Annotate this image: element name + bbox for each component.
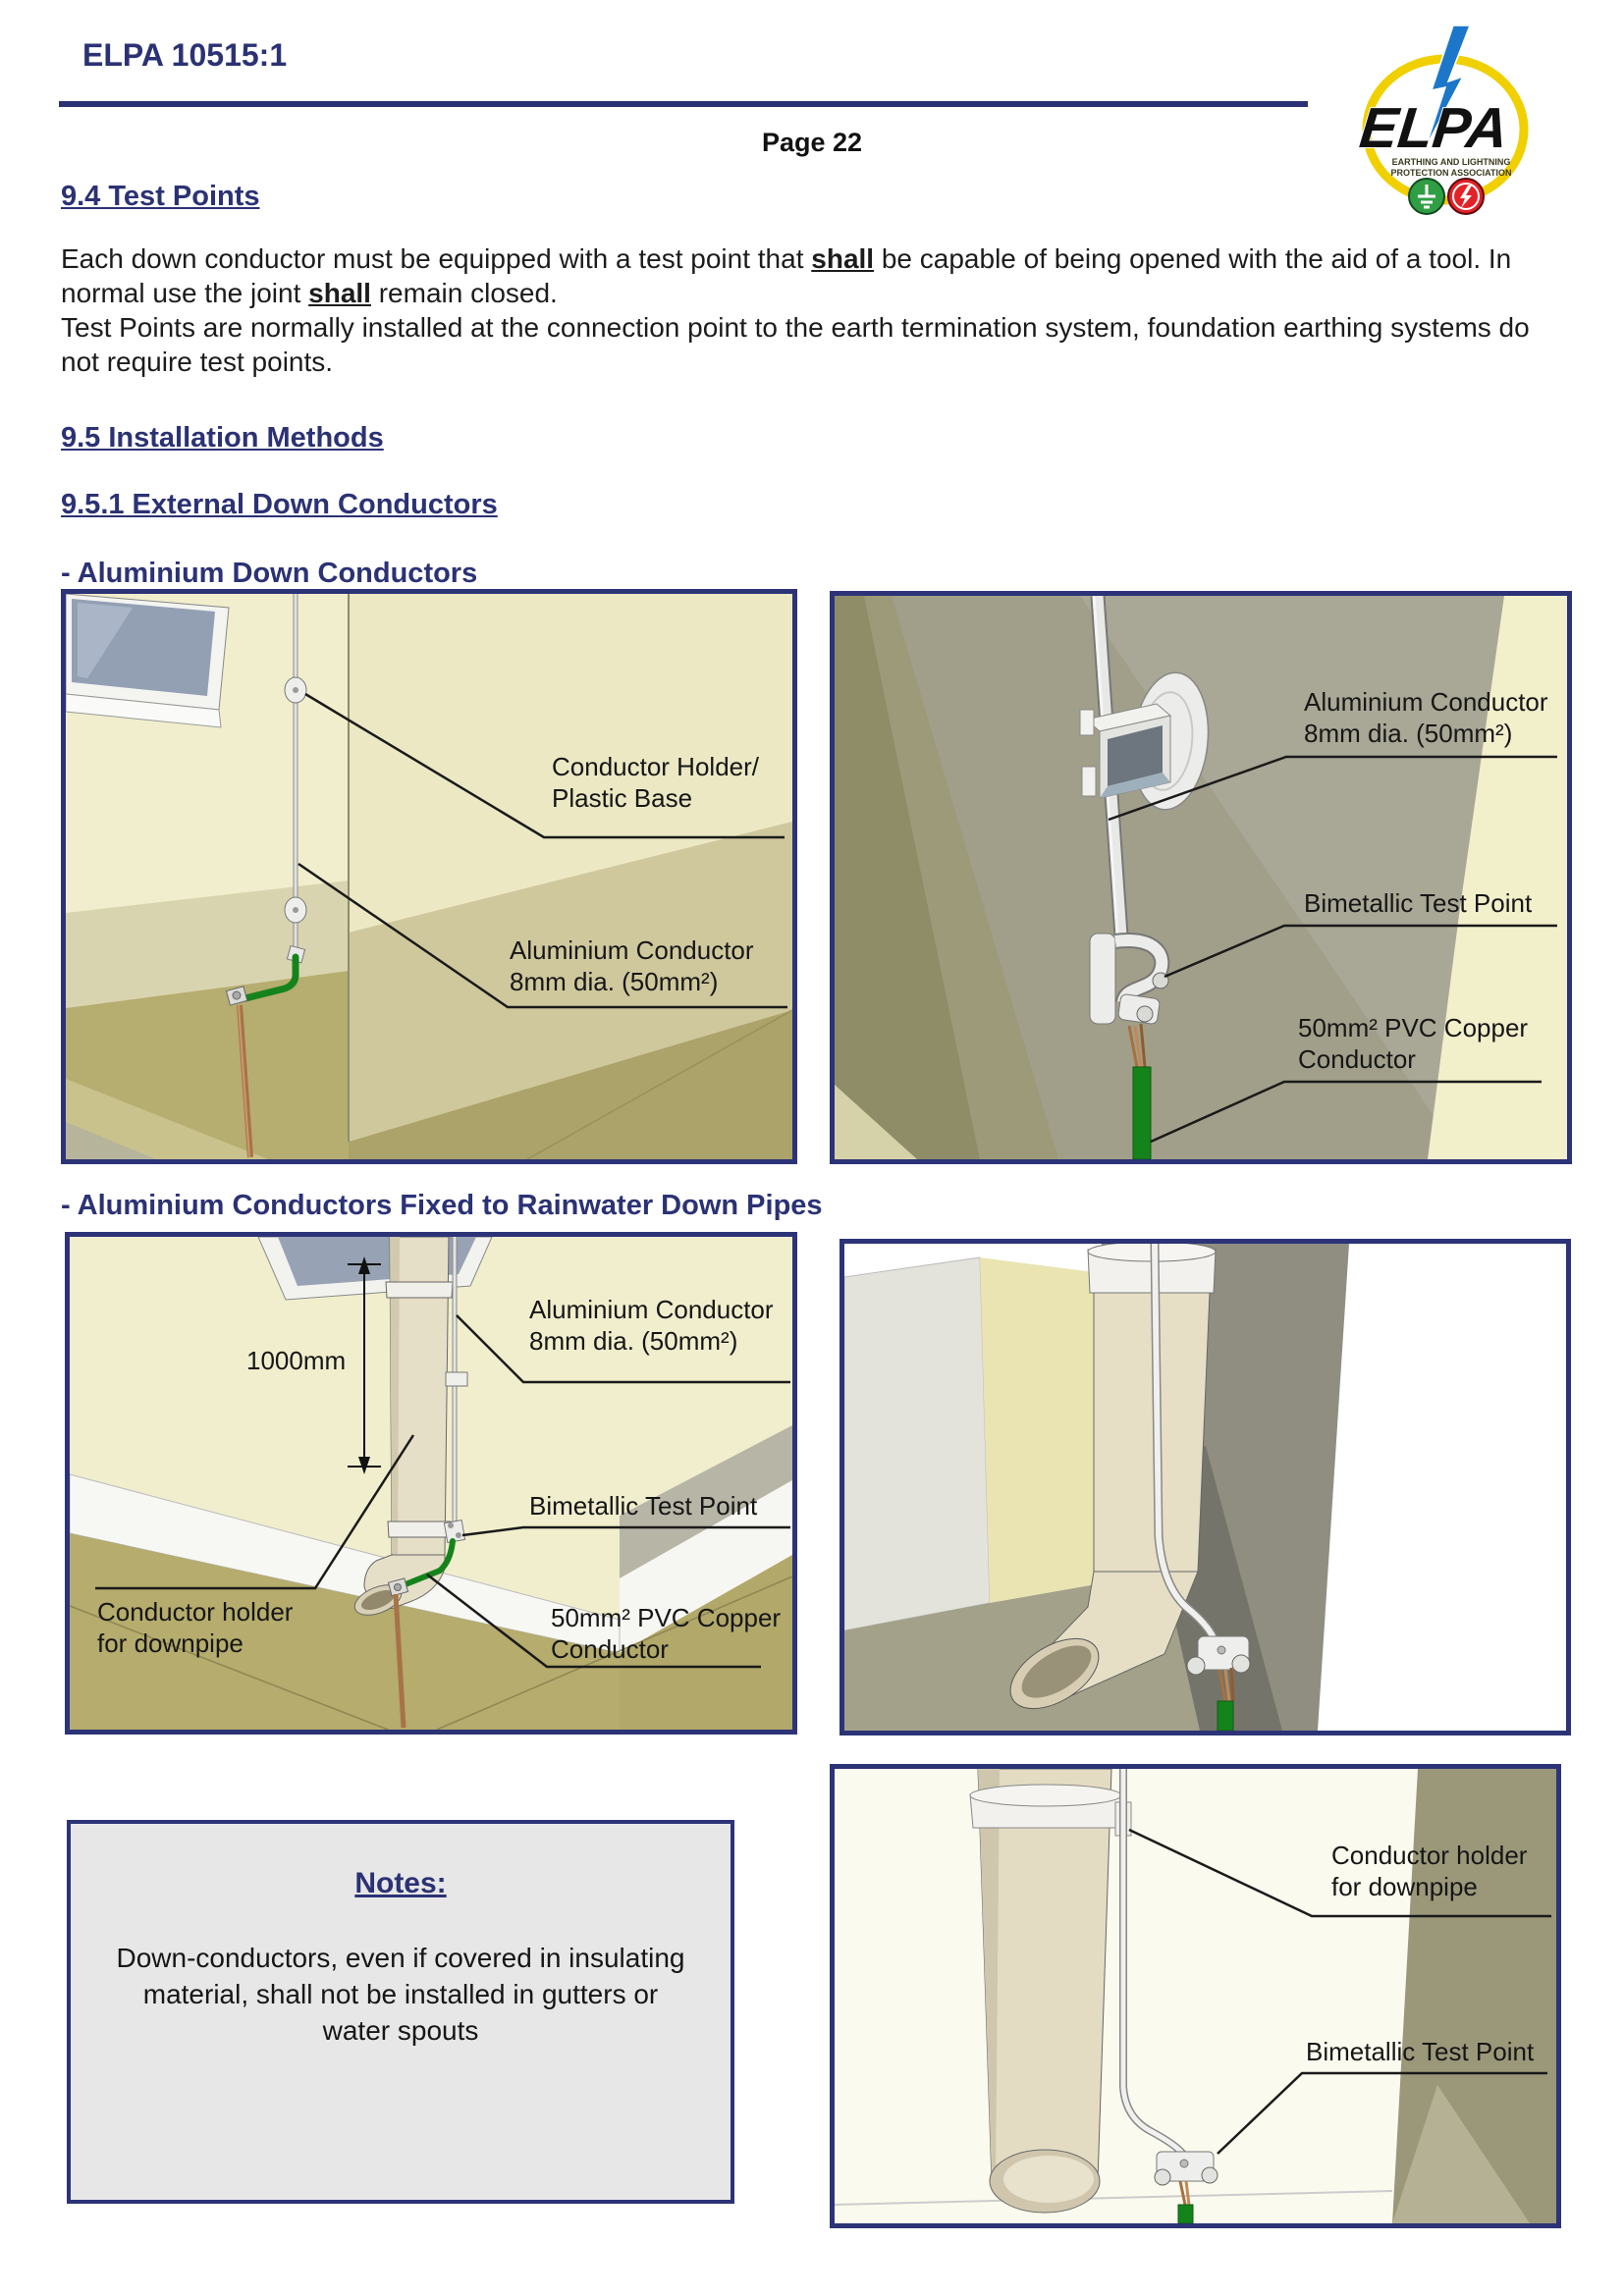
leader-line-conductor: [1108, 755, 1557, 822]
logo-tagline-2: PROTECTION ASSOCIATION: [1390, 168, 1511, 178]
downpipe-test-point-illustration: [835, 1769, 1556, 2223]
callout-conductor-holder: Conductor holder for downpipe: [97, 1597, 294, 1658]
bimetallic-test-point-clamp: [1089, 933, 1170, 1025]
fascia-band-right: [620, 1480, 792, 1653]
wall-yellow: [980, 1257, 1102, 1603]
bimetallic-test-point-clamp: [1154, 2151, 1218, 2186]
aluminium-conductor-strip: [1119, 1769, 1188, 2159]
building-corner-illustration: [66, 594, 792, 1159]
figure-downpipe-with-dimension: 1000mm Aluminium Conductor 8mm dia. (50m…: [65, 1232, 797, 1735]
callout-bimetallic-test-point: Bimetallic Test Point: [529, 1491, 758, 1521]
callout-copper-conductor: 50mm² PVC Copper Conductor: [551, 1603, 782, 1664]
notes-title: Notes:: [354, 1867, 447, 1899]
leader-line-test-point: [1164, 924, 1557, 979]
callout-copper-conductor: 50mm² PVC Copper Conductor: [1298, 1013, 1529, 1074]
shall-emphasis: shall: [308, 278, 371, 308]
wall-front-band: [66, 881, 349, 1008]
lightning-bolt-icon: [1425, 25, 1472, 148]
section-title-9-5: 9.5 Installation Methods: [61, 422, 384, 454]
aluminium-conductor-strip: [1150, 1244, 1218, 1640]
copper-strands: [1127, 1023, 1147, 1068]
figure-downpipe-shoe-detail: [839, 1239, 1571, 1735]
copper-strands: [1178, 2180, 1191, 2206]
downpipe-dimension-illustration: [70, 1237, 792, 1730]
paragraph-line-group-1: Each down conductor must be equipped wit…: [61, 243, 1512, 308]
downpipe-shoe-illustration: [844, 1244, 1566, 1731]
callout-aluminium-conductor: Aluminium Conductor 8mm dia. (50mm²): [1304, 687, 1548, 748]
paragraph-line-group-2: Test Points are normally installed at th…: [61, 312, 1530, 377]
figure-downpipe-test-point: Conductor holder for downpipe Bimetallic…: [830, 1764, 1561, 2228]
conductor-holder-clip: [1079, 703, 1172, 799]
figure-test-point-closeup: Aluminium Conductor 8mm dia. (50mm²) Bim…: [830, 591, 1572, 1164]
callout-bimetallic-test-point: Bimetallic Test Point: [1304, 888, 1533, 918]
page-number: Page 22: [761, 128, 863, 157]
ground-side: [349, 1010, 792, 1159]
copper-earth-conductor: [393, 1593, 406, 1729]
logo-brand-text: ELPA: [1357, 96, 1511, 160]
green-pvc-conductor: [1177, 2204, 1194, 2223]
leader-line-conductor: [456, 1314, 790, 1384]
leader-line-copper: [426, 1574, 761, 1669]
figure-aluminium-down-conductor-overview: Conductor Holder/ Plastic Base Aluminium…: [61, 589, 797, 1164]
lightning-badge-icon: [1447, 178, 1485, 215]
copper-strands: [1218, 1667, 1235, 1702]
subheading-aluminium-down-conductors: - Aluminium Down Conductors: [61, 558, 478, 589]
green-pvc-conductor: [1132, 1066, 1152, 1159]
callout-aluminium-conductor: Aluminium Conductor 8mm dia. (50mm²): [510, 935, 754, 996]
leader-line-test-point: [1217, 2071, 1547, 2155]
rainwater-downpipe: [353, 1237, 454, 1616]
callout-aluminium-conductor: Aluminium Conductor 8mm dia. (50mm²): [529, 1295, 774, 1356]
bimetallic-test-point-clamp: [443, 1520, 466, 1543]
green-pvc-conductor: [242, 953, 299, 1002]
dimension-arrow-1000mm: [348, 1256, 381, 1474]
doc-code: ELPA 10515:1: [82, 37, 288, 73]
elpa-logo-graphic: ELPA EARTHING AND LIGHTNING PROTECTION A…: [1356, 25, 1529, 215]
wall-cream-wedge: [1428, 596, 1567, 1159]
leader-line-holder: [304, 692, 785, 839]
conductor-holder-disc: [284, 896, 307, 924]
callout-conductor-holder: Conductor Holder/ Plastic Base: [552, 752, 759, 813]
earth-badge-icon: [1408, 178, 1445, 215]
notes-box: Notes: Down-conductors, even if covered …: [67, 1820, 734, 2204]
logo-tagline-1: EARTHING AND LIGHTNING: [1392, 157, 1511, 167]
floor-line: [835, 2190, 1393, 2206]
elpa-logo: ELPA EARTHING AND LIGHTNING PROTECTION A…: [1341, 20, 1549, 218]
conductor-holder-bracket: [445, 1371, 468, 1387]
leader-line-test-point: [461, 1525, 790, 1537]
section-title-9-4: 9.4 Test Points: [61, 181, 260, 212]
callout-bimetallic-test-point: Bimetallic Test Point: [1306, 2037, 1535, 2066]
test-point-closeup-illustration: [835, 596, 1567, 1159]
green-pvc-conductor: [403, 1538, 456, 1587]
leader-line-holder: [95, 1434, 415, 1590]
subheading-rainwater-down-pipes: - Aluminium Conductors Fixed to Rainwate…: [61, 1190, 823, 1221]
header-rule: [59, 101, 1308, 107]
window: [66, 594, 230, 728]
ground: [70, 1533, 620, 1730]
notes-body: Down-conductors, even if covered in insu…: [116, 1943, 685, 2046]
callout-conductor-holder: Conductor holder for downpipe: [1331, 1841, 1528, 1901]
wall-left: [844, 1256, 991, 1631]
bimetallic-test-point-clamp: [1186, 1635, 1251, 1676]
earth-clamp: [387, 1577, 409, 1597]
section-title-9-5-1: 9.5.1 External Down Conductors: [61, 489, 498, 520]
shall-emphasis: shall: [811, 243, 875, 274]
leader-line-conductor: [298, 862, 787, 1009]
earth-clamp: [225, 986, 248, 1006]
paragraph-test-points: Each down conductor must be equipped wit…: [61, 241, 1571, 379]
wall-side-band: [349, 822, 792, 1142]
callout-dimension: 1000mm: [246, 1346, 347, 1375]
green-pvc-conductor: [1217, 1700, 1234, 1731]
conductor-holder-disc: [284, 676, 307, 704]
rainwater-downpipe: [969, 1769, 1122, 2214]
leader-line-copper: [1150, 1080, 1542, 1144]
leader-line-holder: [1128, 1828, 1551, 1918]
wall-side-upper: [349, 594, 792, 933]
